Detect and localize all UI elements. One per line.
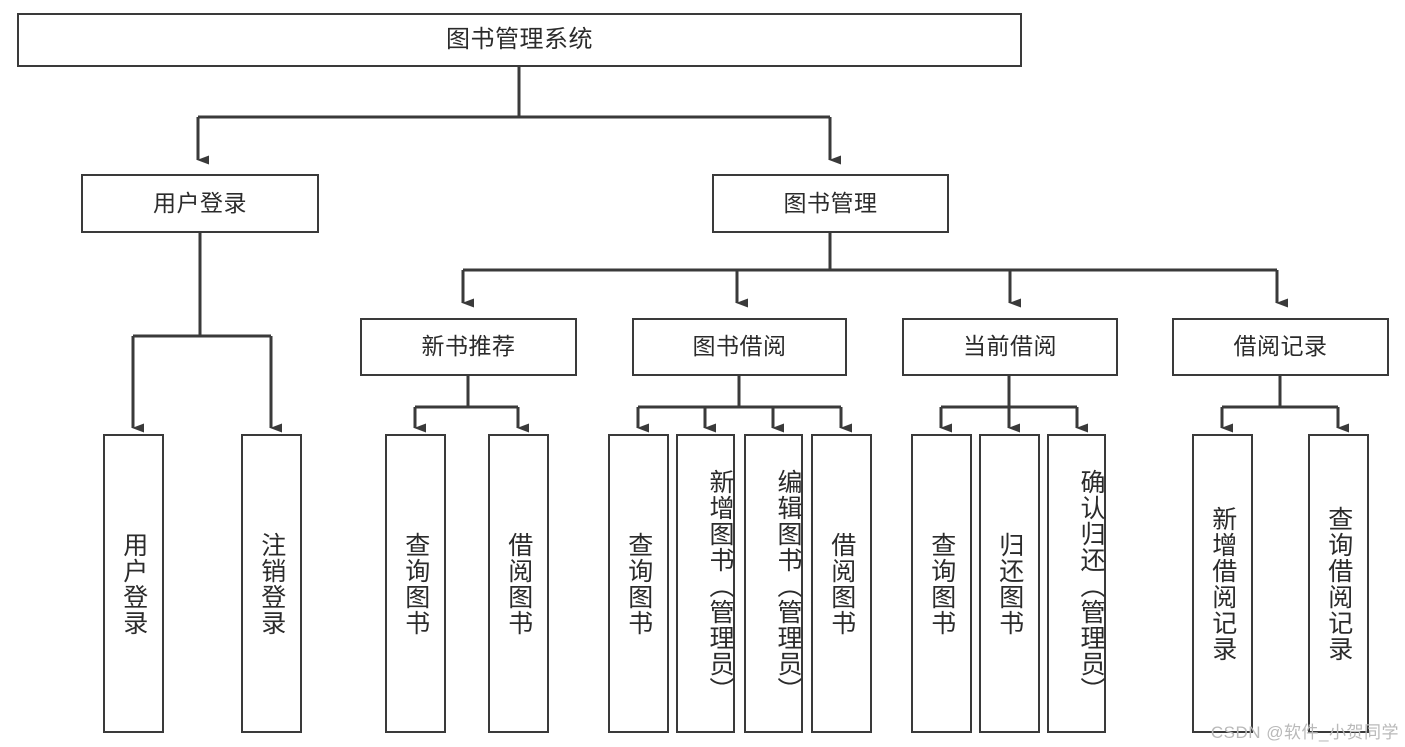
leaf-record-add-record[interactable]: 新增借阅记录 [1192,434,1253,733]
leaf-label: 查询借阅记录 [1324,505,1353,662]
leaf-current-query-book[interactable]: 查询图书 [911,434,972,733]
leaf-recommend-query-book[interactable]: 查询图书 [385,434,446,733]
leaf-user-login-signin[interactable]: 用户登录 [103,434,164,733]
leaf-label: 用户登录 [119,531,148,636]
node-book-borrow[interactable]: 图书借阅 [632,318,847,376]
leaf-label: 借阅图书 [827,531,856,636]
leaf-label: 归还图书 [995,531,1024,636]
leaf-borrow-add-book[interactable]: 新增图书（管理员） [676,434,735,733]
leaf-borrow-borrow-book[interactable]: 借阅图书 [811,434,872,733]
leaf-user-login-signout[interactable]: 注销登录 [241,434,302,733]
node-root-label: 图书管理系统 [446,25,593,53]
node-borrow-record[interactable]: 借阅记录 [1172,318,1389,376]
node-book-management-label: 图书管理 [783,189,878,216]
leaf-label: 查询图书 [927,531,956,636]
node-user-login[interactable]: 用户登录 [81,174,319,233]
leaf-label: 查询图书 [401,531,430,636]
leaf-current-confirm-return[interactable]: 确认归还（管理员） [1047,434,1106,733]
leaf-label: 注销登录 [257,531,286,636]
leaf-borrow-query-book[interactable]: 查询图书 [608,434,669,733]
node-user-login-label: 用户登录 [153,189,247,216]
leaf-current-return-book[interactable]: 归还图书 [979,434,1040,733]
leaf-label: 新增图书（管理员） [706,468,734,703]
leaf-label: 编辑图书（管理员） [774,468,802,703]
node-new-book-recommend[interactable]: 新书推荐 [360,318,577,376]
node-new-book-recommend-label: 新书推荐 [421,333,516,360]
node-current-borrow[interactable]: 当前借阅 [902,318,1118,376]
node-root-system[interactable]: 图书管理系统 [17,13,1022,67]
leaf-label: 新增借阅记录 [1208,505,1237,662]
node-book-management[interactable]: 图书管理 [712,174,949,233]
leaf-label: 借阅图书 [504,531,533,636]
leaf-label: 确认归还（管理员） [1077,468,1105,703]
leaf-record-query-record[interactable]: 查询借阅记录 [1308,434,1369,733]
node-book-borrow-label: 图书借阅 [692,333,787,360]
leaf-label: 查询图书 [624,531,653,636]
watermark-text: CSDN @软件_小贺同学 [1210,723,1399,742]
leaf-recommend-borrow-book[interactable]: 借阅图书 [488,434,549,733]
leaf-borrow-edit-book[interactable]: 编辑图书（管理员） [744,434,803,733]
node-current-borrow-label: 当前借阅 [963,333,1057,360]
node-borrow-record-label: 借阅记录 [1233,333,1328,360]
